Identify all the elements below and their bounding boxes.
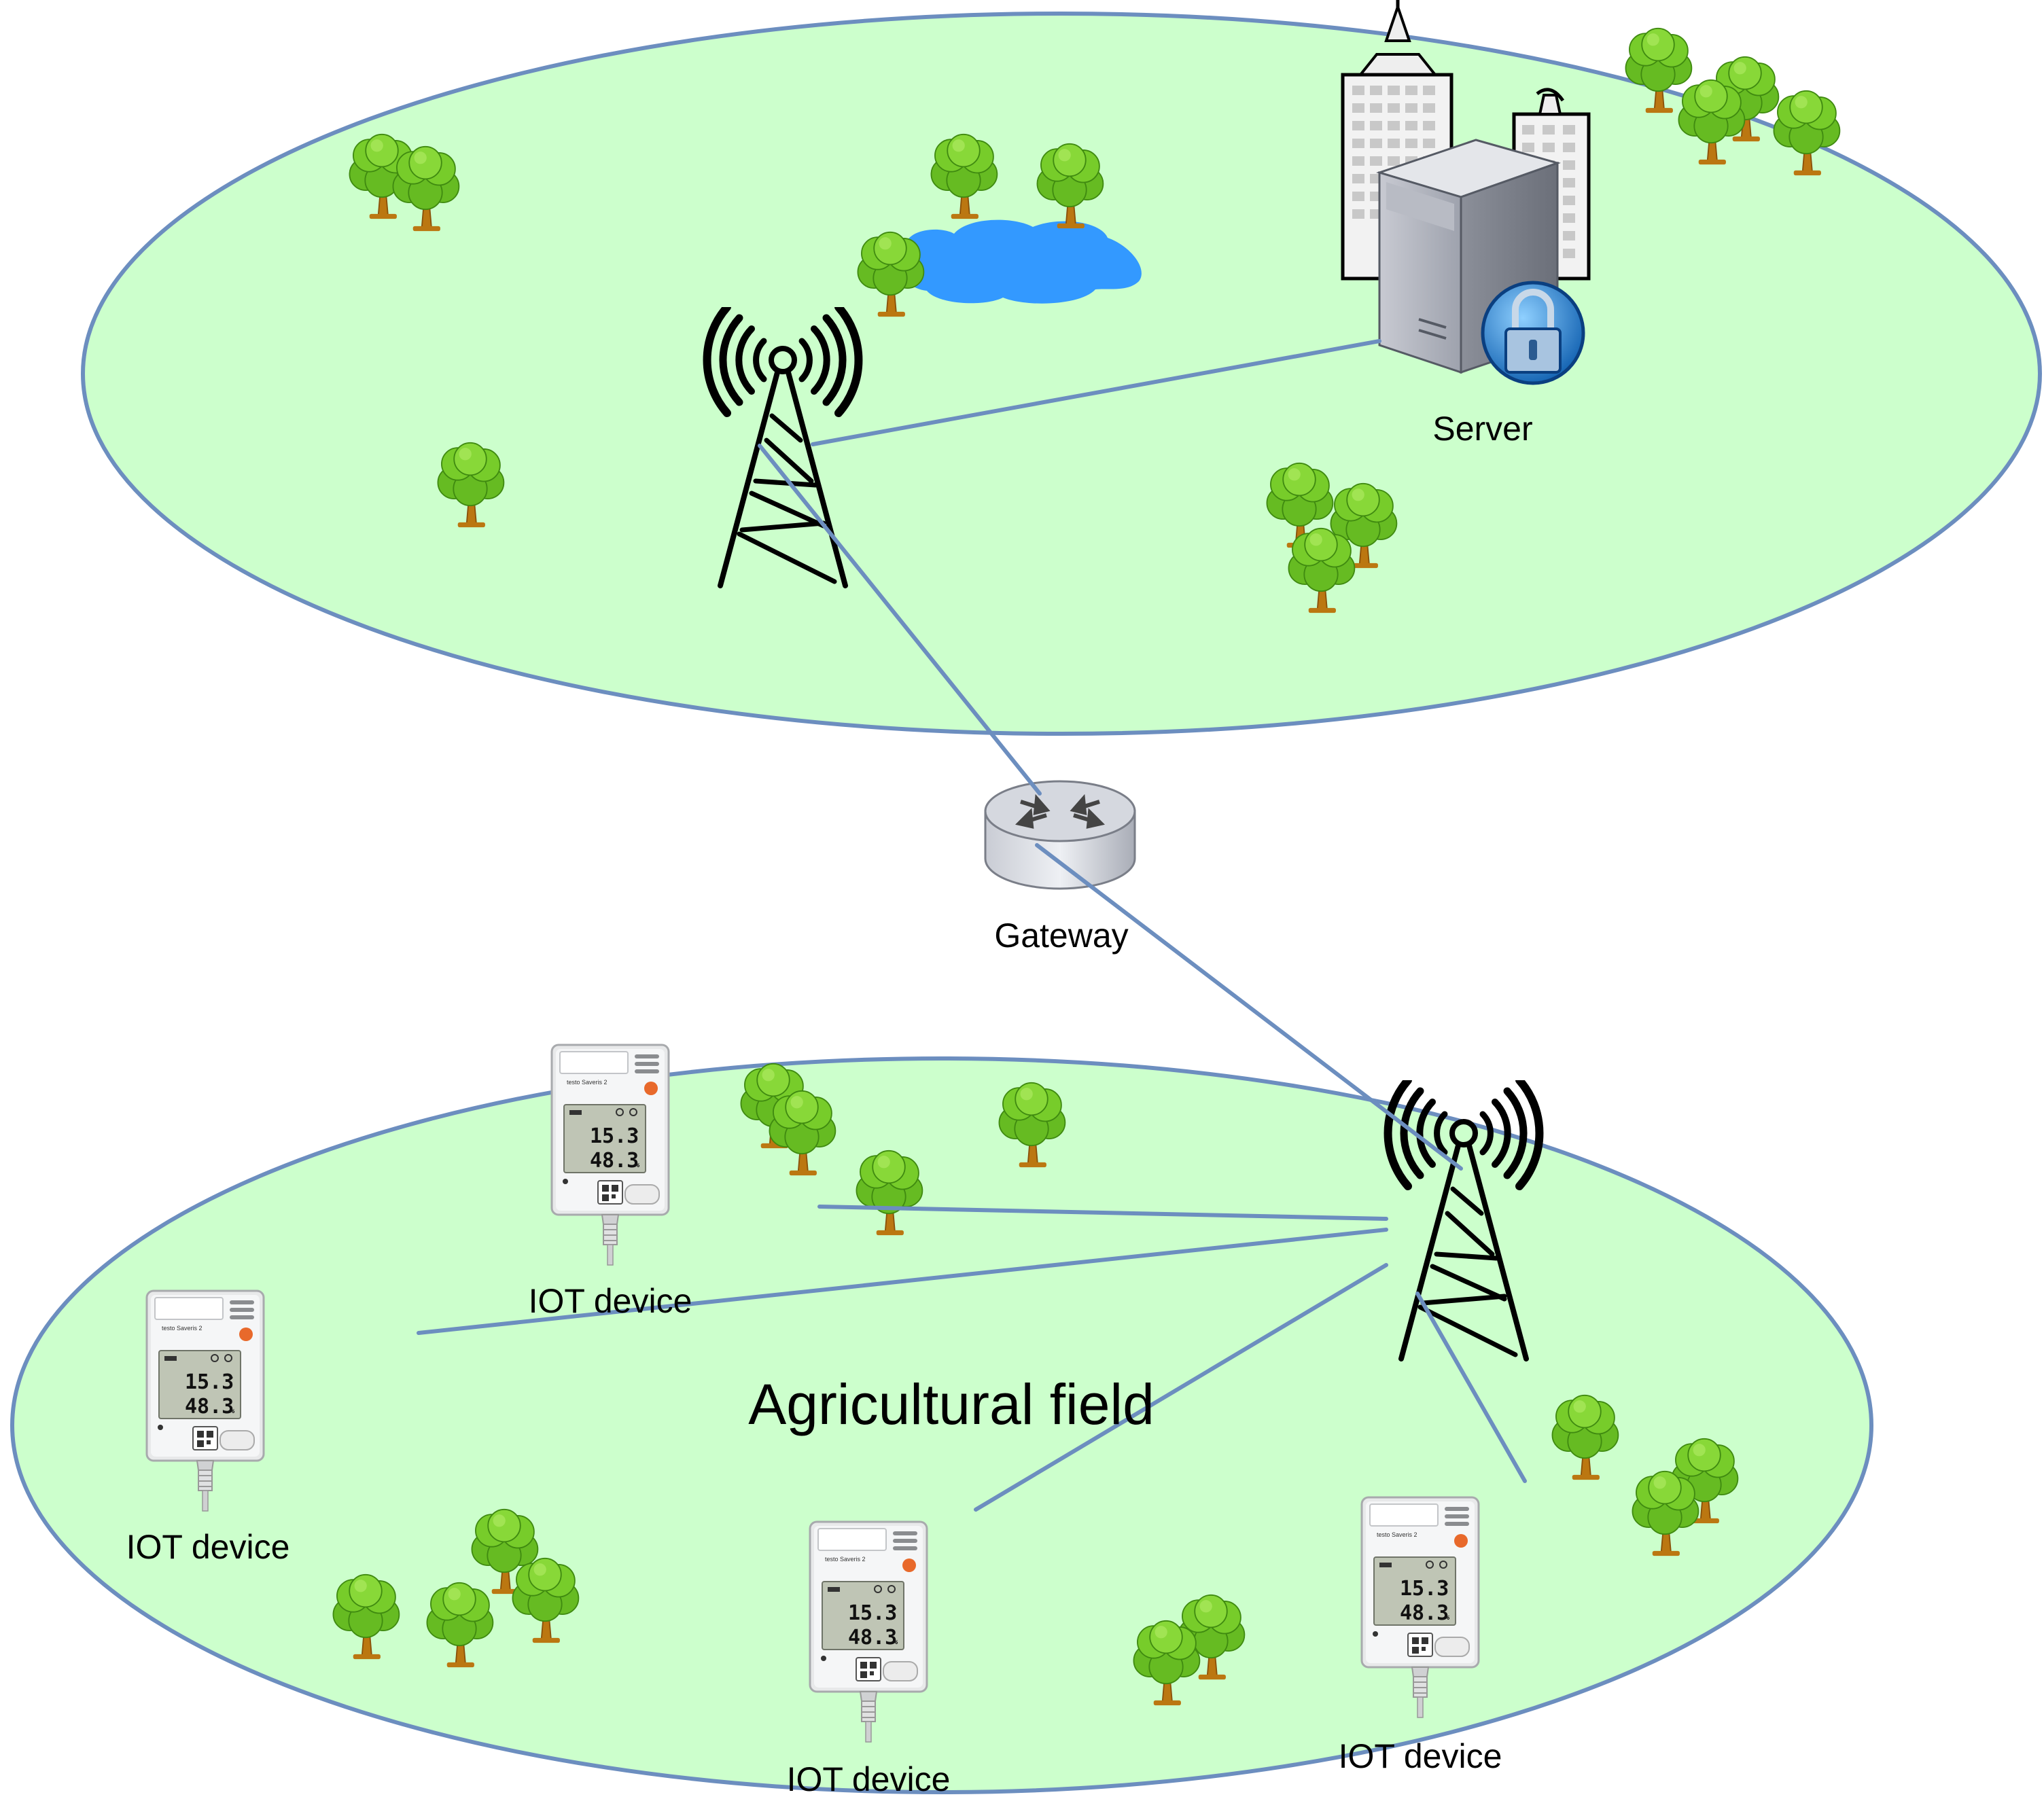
device-brand: testo Saveris 2 bbox=[567, 1079, 607, 1086]
window bbox=[1563, 160, 1575, 170]
window bbox=[1388, 121, 1400, 130]
window bbox=[1563, 249, 1575, 258]
window bbox=[1352, 209, 1364, 219]
device-humidity: 48.3 bbox=[590, 1149, 639, 1173]
window bbox=[1543, 125, 1555, 135]
device-temperature-unit: ° bbox=[228, 1375, 234, 1386]
window bbox=[1370, 86, 1382, 95]
window bbox=[1423, 121, 1435, 130]
window bbox=[1370, 156, 1382, 166]
device-humidity-unit: % bbox=[1445, 1612, 1450, 1622]
field-label: Agricultural field bbox=[748, 1372, 1155, 1436]
device-temperature: 15.3 bbox=[1400, 1577, 1449, 1601]
window bbox=[1352, 86, 1364, 95]
link-tower-iot-right bbox=[1415, 1292, 1527, 1483]
network-links bbox=[417, 339, 1527, 1512]
window bbox=[1522, 125, 1534, 135]
window bbox=[1352, 103, 1364, 113]
iot-sensor-right: testo Saveris 2 15.3 ° 48.3 % bbox=[1360, 1496, 1480, 1719]
window bbox=[1563, 196, 1575, 205]
iot-sensor-left: testo Saveris 2 15.3 ° 48.3 % bbox=[145, 1289, 265, 1512]
device-temperature-unit: ° bbox=[1443, 1582, 1449, 1592]
link-gateway-tower bbox=[1035, 843, 1463, 1171]
window bbox=[1563, 178, 1575, 188]
link-tower-gateway bbox=[758, 444, 1042, 796]
window bbox=[1543, 143, 1555, 152]
window bbox=[1352, 121, 1364, 130]
window bbox=[1405, 121, 1417, 130]
device-brand: testo Saveris 2 bbox=[1377, 1531, 1417, 1538]
lock-icon bbox=[1481, 281, 1585, 385]
device-temperature: 15.3 bbox=[185, 1370, 234, 1394]
iot-device-label-top: IOT device bbox=[529, 1282, 692, 1320]
window bbox=[1388, 156, 1400, 166]
window bbox=[1423, 86, 1435, 95]
device-humidity-unit: % bbox=[893, 1637, 898, 1646]
link-tower-server bbox=[811, 339, 1381, 446]
window bbox=[1563, 213, 1575, 223]
device-humidity: 48.3 bbox=[1400, 1601, 1449, 1625]
link-tower-iot-top bbox=[817, 1205, 1388, 1221]
device-temperature-unit: ° bbox=[633, 1129, 639, 1140]
device-temperature-unit: ° bbox=[892, 1606, 897, 1617]
device-humidity-unit: % bbox=[230, 1406, 235, 1415]
iot-device-label-bottom: IOT device bbox=[787, 1760, 951, 1798]
iot-sensor-top: testo Saveris 2 15.3 ° 48.3 % bbox=[550, 1044, 670, 1266]
iot-device-label-right: IOT device bbox=[1339, 1737, 1502, 1775]
gateway-label: Gateway bbox=[994, 916, 1128, 955]
window bbox=[1352, 192, 1364, 201]
lake-icon bbox=[902, 219, 1142, 304]
window bbox=[1405, 103, 1417, 113]
window bbox=[1370, 103, 1382, 113]
window bbox=[1352, 174, 1364, 183]
device-humidity-unit: % bbox=[635, 1160, 640, 1169]
iot-sensor-bottom: testo Saveris 2 15.3 ° 48.3 % bbox=[809, 1520, 928, 1743]
window bbox=[1522, 143, 1534, 152]
link-tower-iot-left bbox=[417, 1228, 1388, 1335]
window bbox=[1352, 139, 1364, 148]
window bbox=[1563, 125, 1575, 135]
window bbox=[1370, 121, 1382, 130]
router-icon bbox=[984, 780, 1136, 890]
device-brand: testo Saveris 2 bbox=[162, 1325, 202, 1332]
device-temperature: 15.3 bbox=[848, 1601, 897, 1625]
window bbox=[1563, 231, 1575, 241]
window bbox=[1388, 139, 1400, 148]
window bbox=[1370, 139, 1382, 148]
window bbox=[1423, 103, 1435, 113]
device-humidity: 48.3 bbox=[185, 1395, 234, 1419]
iot-device-label-left: IOT device bbox=[126, 1528, 290, 1566]
window bbox=[1423, 139, 1435, 148]
server-label: Server bbox=[1432, 410, 1532, 448]
window bbox=[1388, 86, 1400, 95]
device-humidity: 48.3 bbox=[848, 1626, 897, 1650]
window bbox=[1563, 143, 1575, 152]
device-temperature: 15.3 bbox=[590, 1124, 639, 1148]
window bbox=[1352, 156, 1364, 166]
window bbox=[1405, 139, 1417, 148]
link-tower-iot-bottom bbox=[974, 1263, 1388, 1512]
device-brand: testo Saveris 2 bbox=[825, 1556, 866, 1563]
window bbox=[1388, 103, 1400, 113]
window bbox=[1405, 86, 1417, 95]
